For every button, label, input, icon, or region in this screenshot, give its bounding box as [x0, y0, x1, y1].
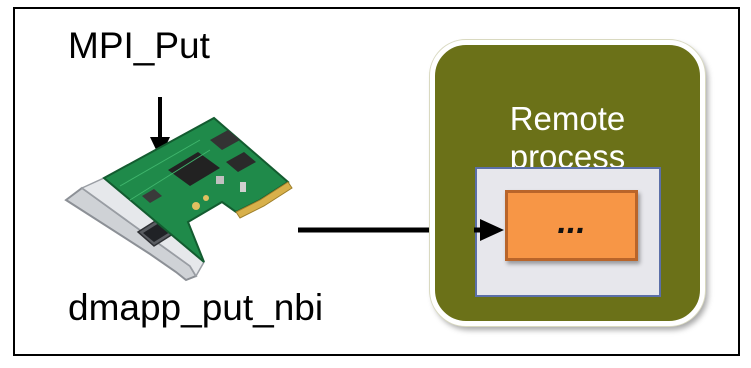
remote-process-title: Remote process [509, 100, 626, 175]
network-card-icon [64, 116, 293, 282]
remote-buffer-box: ... [505, 190, 638, 261]
dmapp-put-nbi-label: dmapp_put_nbi [68, 287, 324, 328]
mpi-put-label: MPI_Put [68, 25, 210, 66]
buffer-ellipsis: ... [557, 203, 586, 241]
